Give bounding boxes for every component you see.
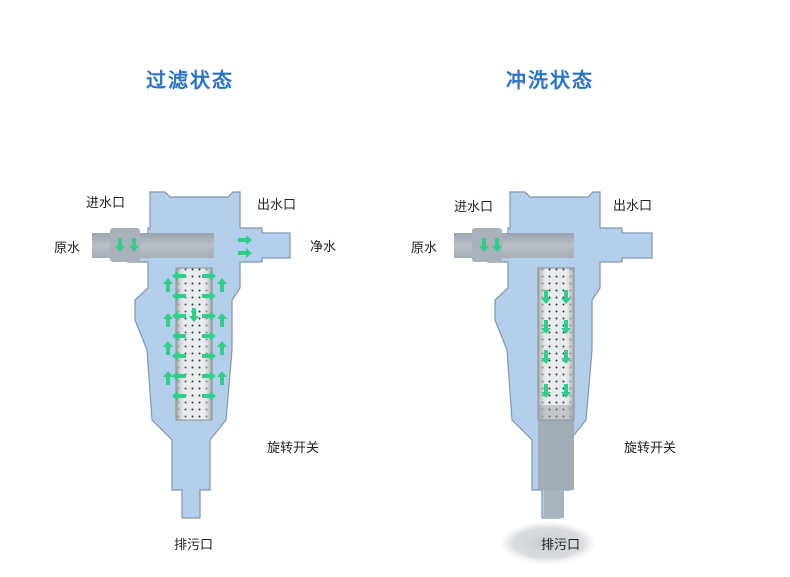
raw-water-label-left: 原水 (54, 241, 81, 256)
inlet-pipe-right (454, 228, 574, 262)
dirt-cloud (498, 521, 598, 565)
rotary-switch-open-right (538, 418, 574, 518)
inlet-label-left: 进水口 (86, 196, 126, 211)
inlet-pipe-left (92, 228, 214, 262)
rotary-switch-label-left: 旋转开关 (267, 441, 320, 456)
drain-label-right: 排污口 (541, 538, 581, 553)
inlet-label-right: 进水口 (454, 200, 494, 215)
outlet-label-right: 出水口 (613, 199, 653, 214)
filtering-state-title: 过滤状态 (146, 68, 234, 92)
filter-screen-right (537, 267, 575, 421)
outlet-label-left: 出水口 (257, 198, 297, 213)
raw-water-label-right: 原水 (411, 241, 438, 256)
rotary-switch-label-right: 旋转开关 (624, 441, 677, 456)
clean-water-label: 净水 (310, 240, 337, 255)
drain-label-left: 排污口 (174, 538, 214, 553)
flushing-state-title: 冲洗状态 (506, 68, 594, 92)
